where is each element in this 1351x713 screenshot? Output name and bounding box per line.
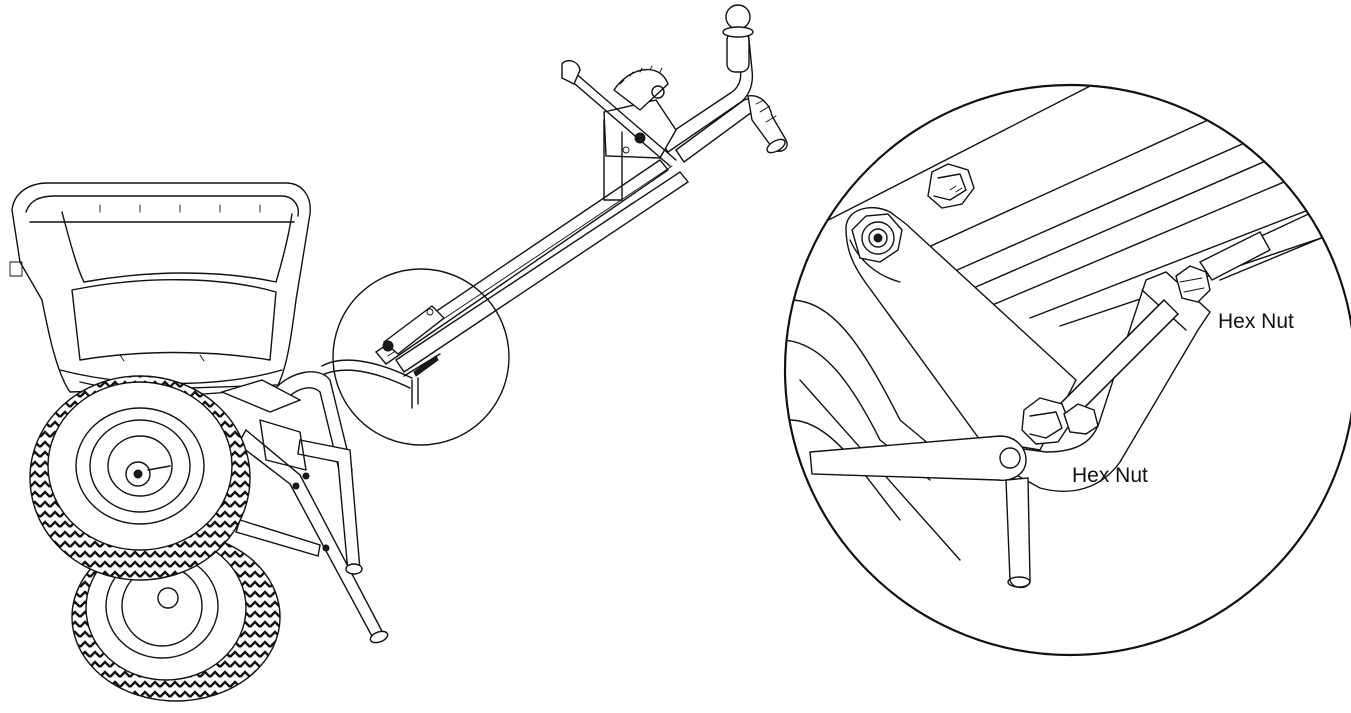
zoom-hex-nut-lower [1021,397,1099,445]
zoom-u-bracket [992,271,1211,492]
zoom-hex-bolt-top [927,163,975,209]
hex-nut-label-upper: Hex Nut [1218,310,1294,333]
hopper [9,182,311,395]
frame [219,371,389,644]
handle-grips [722,4,788,154]
zoom-detail-circle [783,83,1351,657]
zoom-hex-nut-upper [1175,231,1271,303]
spreader-assembly [9,4,788,702]
zoom-hook-rod [809,435,1031,589]
control-gauge [561,59,677,201]
hex-nut-label-lower: Hex Nut [1072,464,1148,487]
detail-indicator-circle [332,268,510,446]
link-bracket [319,305,446,409]
front-wheel [29,375,251,581]
zoom-detail: Hex Nut Hex Nut [783,83,1351,657]
